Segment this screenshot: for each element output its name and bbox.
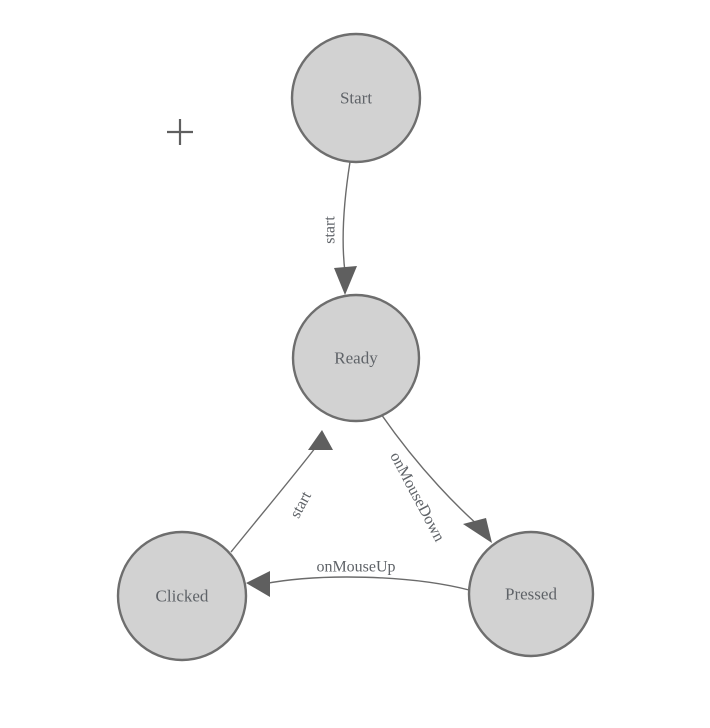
- arrowhead-start-to-ready: [334, 266, 357, 295]
- node-clicked-label: Clicked: [156, 587, 209, 606]
- edge-ready-to-pressed[interactable]: [380, 413, 492, 543]
- node-pressed-circle: [467, 530, 595, 658]
- node-ready-circle: [291, 293, 421, 423]
- node-pressed-label: Pressed: [505, 585, 557, 604]
- node-ready[interactable]: Ready: [291, 293, 421, 423]
- arrowhead-clicked-to-ready: [308, 430, 333, 450]
- node-clicked-circle: [116, 530, 248, 662]
- node-start-label: Start: [340, 89, 372, 108]
- edge-label-clicked-to-ready: start: [287, 488, 315, 521]
- node-start[interactable]: Start: [290, 32, 422, 164]
- node-clicked[interactable]: Clicked: [116, 530, 248, 662]
- edge-label-pressed-to-clicked: onMouseUp: [316, 559, 395, 576]
- node-start-circle: [290, 32, 422, 164]
- edge-path-start-to-ready: [342, 161, 351, 273]
- edge-path-clicked-to-ready: [230, 442, 320, 553]
- edge-start-to-ready[interactable]: [334, 161, 357, 295]
- node-ready-label: Ready: [334, 349, 378, 368]
- arrowhead-pressed-to-clicked: [246, 571, 270, 597]
- edge-pressed-to-clicked[interactable]: [246, 571, 470, 597]
- crosshair-icon: [167, 119, 193, 145]
- edge-label-start-to-ready: start: [322, 216, 339, 244]
- edge-path-pressed-to-clicked: [262, 576, 470, 591]
- edge-clicked-to-ready[interactable]: [230, 430, 333, 553]
- node-pressed[interactable]: Pressed: [467, 530, 595, 658]
- edge-label-ready-to-pressed: onMouseDown: [386, 449, 447, 544]
- arrowhead-ready-to-pressed: [463, 518, 492, 543]
